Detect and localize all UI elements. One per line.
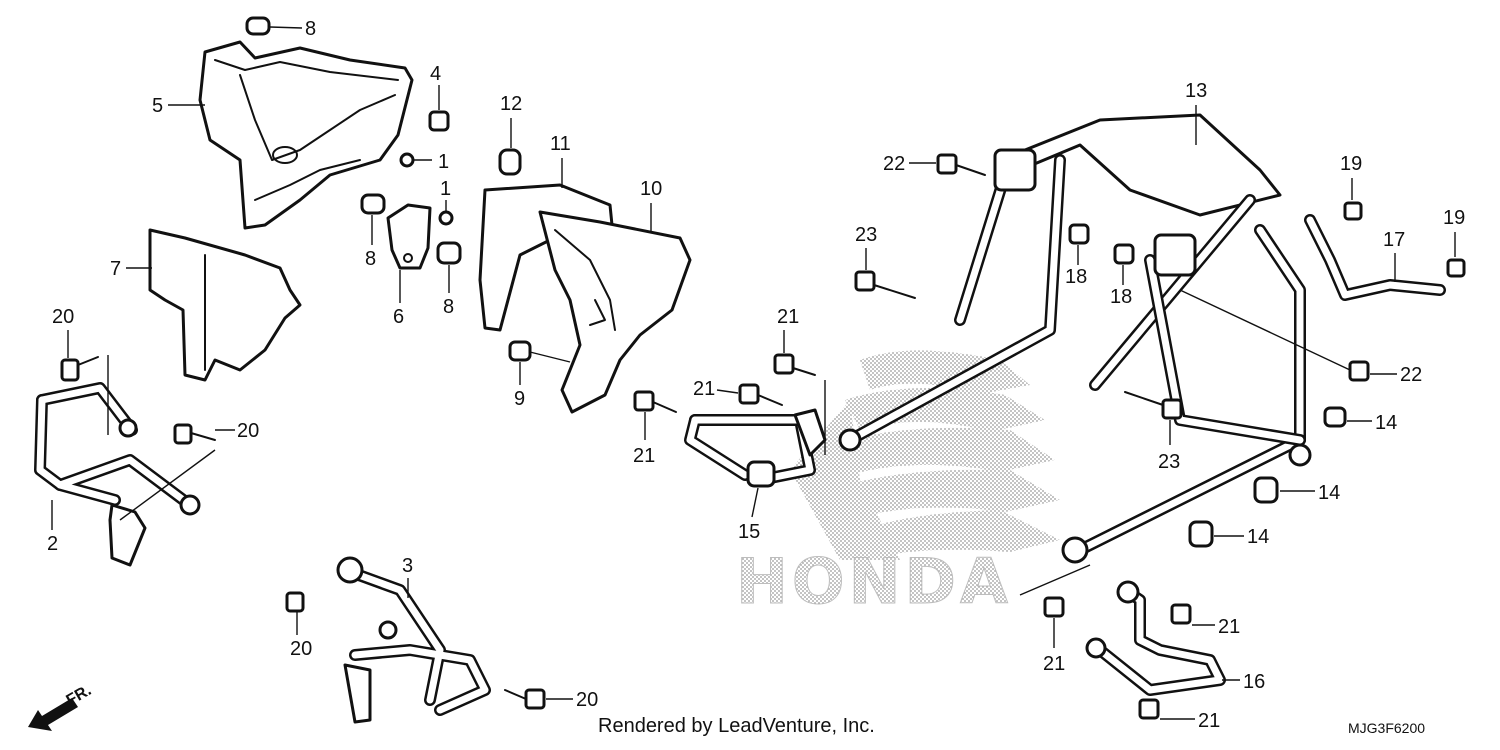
part-18-nut-b (1113, 243, 1135, 265)
callout-18: 18 (1065, 266, 1087, 288)
callout-15: 15 (738, 521, 760, 543)
front-direction-marker: FR. (28, 682, 94, 731)
part-13-frame (838, 113, 1312, 564)
callout-14: 14 (1318, 482, 1340, 504)
part-21-bolt-a (773, 353, 826, 455)
part-21-bolt-d (1019, 564, 1091, 618)
callout-23: 23 (855, 224, 877, 246)
part-15-guard (684, 408, 827, 488)
part-14-nut-c (1188, 520, 1214, 548)
part-21-bolt-e (1170, 603, 1192, 625)
part-14-nut-a (1323, 406, 1347, 428)
callout-8: 8 (443, 296, 454, 318)
callout-21: 21 (1218, 616, 1240, 638)
part-14-nut-b (1253, 476, 1279, 504)
part-10-right-cover (538, 210, 692, 414)
callout-20: 20 (576, 689, 598, 711)
part-19-bolt-a (1343, 201, 1363, 221)
callout-8: 8 (305, 18, 316, 40)
part-8-grommet-top (245, 16, 271, 36)
callout-19: 19 (1443, 207, 1465, 229)
part-19-bolt-b (1446, 258, 1466, 278)
honda-wordmark: HONDA (736, 545, 1012, 618)
part-1-screw-lower (438, 200, 454, 226)
part-22-bolt-b (1179, 289, 1370, 382)
part-21-bolt-b (738, 383, 783, 406)
callout-6: 6 (393, 306, 404, 328)
callout-22: 22 (1400, 364, 1422, 386)
callout-20: 20 (290, 638, 312, 660)
part-22-bolt-a (936, 153, 986, 176)
callout-21: 21 (1043, 653, 1065, 675)
callout-7: 7 (110, 258, 121, 280)
callout-1: 1 (438, 151, 449, 173)
credit-text: Rendered by LeadVenture, Inc. (598, 715, 875, 737)
part-2-engine-guard (34, 355, 201, 567)
callout-23: 23 (1158, 451, 1180, 473)
part-5-left-upper-cover (198, 40, 414, 230)
callout-12: 12 (500, 93, 522, 115)
part-21-bolt-c (633, 390, 677, 413)
honda-wing-watermark: HONDA (736, 350, 1060, 619)
part-7-side-panel (148, 228, 302, 382)
callout-13: 13 (1185, 80, 1207, 102)
callout-10: 10 (640, 178, 662, 200)
callout-17: 17 (1383, 229, 1405, 251)
callout-14: 14 (1247, 526, 1269, 548)
part-12-grommet (498, 148, 522, 176)
callout-19: 19 (1340, 153, 1362, 175)
part-4-nut (428, 85, 450, 132)
callout-21: 21 (693, 378, 715, 400)
part-23-bolt-b (1124, 391, 1183, 420)
part-18-nut-a (1068, 223, 1090, 245)
part-8-grommet-low (436, 241, 462, 265)
callout-4: 4 (430, 63, 441, 85)
callout-2: 2 (47, 533, 58, 555)
part-17-cable (1304, 214, 1446, 301)
callout-20: 20 (237, 420, 259, 442)
callout-8: 8 (365, 248, 376, 270)
callout-16: 16 (1243, 671, 1265, 693)
callout-1: 1 (440, 178, 451, 200)
part-16-guard (1085, 580, 1226, 696)
callout-18: 18 (1110, 286, 1132, 308)
part-1-screw-upper (399, 152, 432, 168)
callout-14: 14 (1375, 412, 1397, 434)
part-3-guard (336, 556, 491, 724)
callout-3: 3 (402, 555, 413, 577)
callout-9: 9 (514, 388, 525, 410)
callout-labels: 8 4 5 1 1 12 11 10 7 8 6 8 9 20 20 2 3 2… (47, 18, 1465, 732)
callout-21: 21 (1198, 710, 1220, 732)
callout-21: 21 (633, 445, 655, 467)
callout-5: 5 (152, 95, 163, 117)
part-21-bolt-f (1138, 698, 1160, 720)
callout-11: 11 (550, 133, 571, 155)
part-20-bolt-d (504, 688, 546, 710)
part-8-grommet-mid (360, 193, 386, 215)
part-23-bolt-a (854, 270, 916, 299)
part-20-bolt-c (285, 591, 305, 613)
part-9-grommet (508, 340, 571, 363)
diagram-code: MJG3F6200 (1348, 720, 1425, 736)
part-20-bolt-a (60, 356, 99, 382)
callout-20: 20 (52, 306, 74, 328)
callout-22: 22 (883, 153, 905, 175)
part-6-bracket (386, 203, 432, 270)
callout-21: 21 (777, 306, 799, 328)
part-20-bolt-b (119, 423, 216, 521)
